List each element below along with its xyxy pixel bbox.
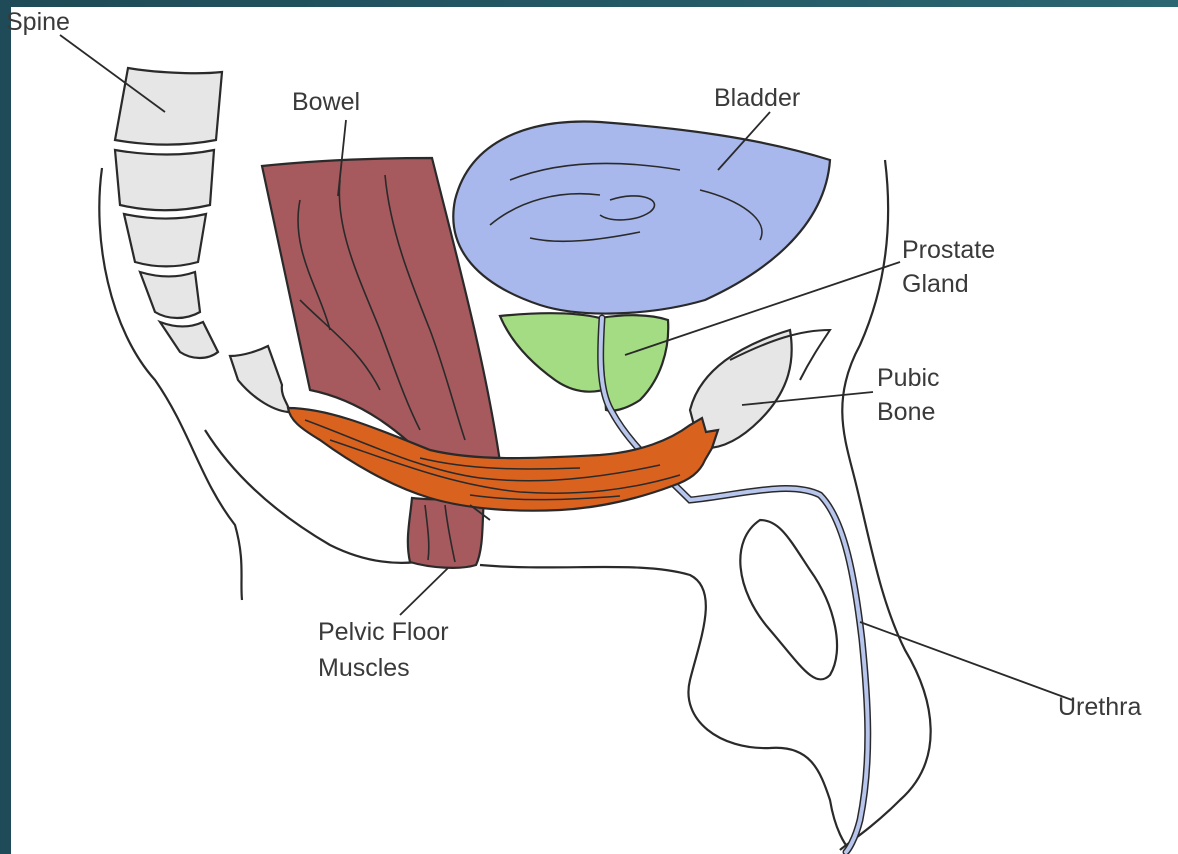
label-bowel: Bowel: [292, 88, 360, 116]
prostate-gland: [500, 313, 610, 392]
label-pelvic-line1: Pelvic Floor: [318, 618, 449, 646]
label-prostate-line1: Prostate: [902, 236, 995, 264]
label-bladder: Bladder: [714, 84, 800, 112]
perineum-outline: [480, 565, 850, 850]
scrotum-outline: [740, 520, 837, 679]
label-prostate-line2: Gland: [902, 270, 969, 298]
label-pubic-line2: Bone: [877, 398, 935, 426]
label-spine: Spine: [6, 8, 70, 36]
prostate-gland-right: [600, 315, 668, 410]
label-urethra: Urethra: [1058, 693, 1141, 721]
label-pubic-line1: Pubic: [877, 364, 940, 392]
bladder: [453, 122, 830, 314]
pelvic-floor-muscles: [288, 408, 718, 511]
label-pelvic-line2: Muscles: [318, 654, 410, 682]
